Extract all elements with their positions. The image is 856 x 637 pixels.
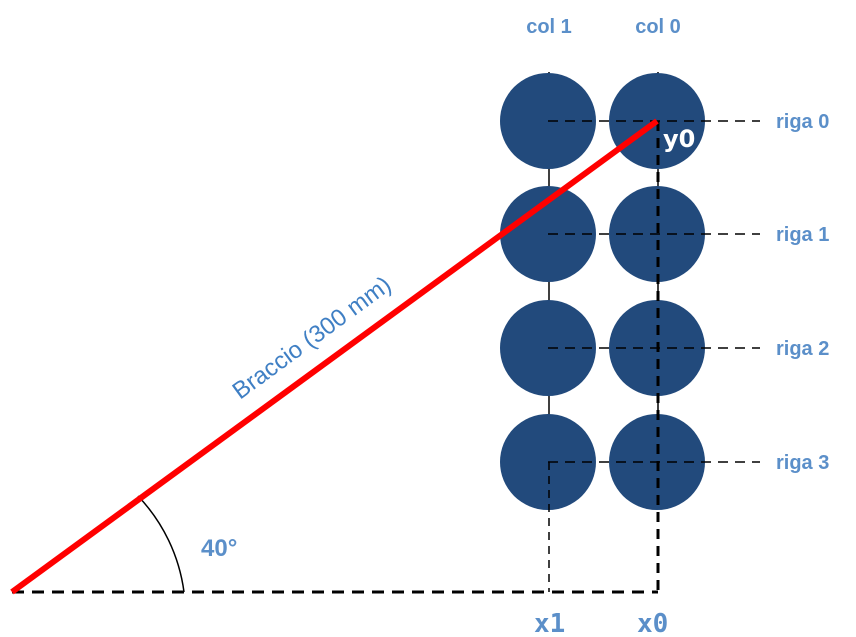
angle-label: 40° xyxy=(201,535,237,562)
angle-arc xyxy=(137,495,185,593)
row-dashed-lines xyxy=(548,120,760,463)
row-0-label: riga 0 xyxy=(776,111,829,133)
y0-label: y0 xyxy=(663,125,695,153)
col-1-label: col 1 xyxy=(526,16,572,38)
x0-label: x0 xyxy=(637,609,668,637)
row-2-label: riga 2 xyxy=(776,338,829,360)
robot-arm-line xyxy=(10,118,659,595)
row-1-label: riga 1 xyxy=(776,224,829,246)
arm-label: Braccio (300 mm) xyxy=(228,271,397,405)
row-3-label: riga 3 xyxy=(776,452,829,474)
col-0-label: col 0 xyxy=(635,16,681,38)
x1-label: x1 xyxy=(534,609,565,637)
